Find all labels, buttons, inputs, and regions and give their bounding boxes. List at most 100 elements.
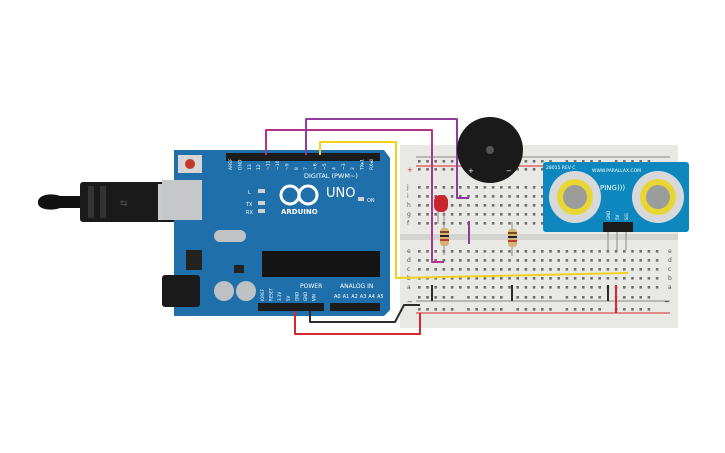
power-pin-label: 5V: [286, 295, 291, 301]
rail-hole: [516, 296, 519, 299]
breadboard-hole: [582, 277, 585, 280]
breadboard-hole: [418, 213, 421, 216]
breadboard-hole: [606, 268, 610, 271]
breadboard-hole: [459, 195, 462, 198]
row-letter: g: [407, 211, 411, 218]
row-letter: e: [407, 248, 411, 255]
power-jack: [162, 275, 200, 307]
breadboard-hole: [516, 222, 519, 225]
rail-hole: [541, 160, 544, 163]
rail-hole: [541, 308, 544, 311]
breadboard-hole: [467, 204, 470, 207]
breadboard-hole: [565, 286, 569, 289]
breadboard-hole: [598, 268, 601, 271]
breadboard-hole: [532, 268, 536, 271]
digital-pin-label: 12: [256, 164, 262, 170]
wires: [265, 118, 629, 335]
rail-hole: [450, 168, 454, 171]
rail-hole: [573, 308, 577, 311]
wire-purple: [305, 118, 469, 199]
rail-hole: [434, 296, 437, 299]
breadboard-hole: [541, 195, 544, 198]
rail-hole: [631, 160, 634, 163]
breadboard-hole: [459, 186, 462, 189]
breadboard-hole: [647, 268, 651, 271]
center-channel: [400, 234, 678, 240]
breadboard-hole: [598, 259, 601, 262]
breadboard-hole: [508, 286, 511, 289]
breadboard-hole: [524, 204, 528, 207]
power-pin-label: RESET: [269, 288, 274, 301]
breadboard-hole: [590, 250, 593, 253]
breadboard-hole: [442, 277, 446, 280]
digital-pin-label: GND: [237, 159, 243, 170]
analog-pin-label: A0: [334, 294, 341, 300]
rail-hole: [450, 160, 454, 163]
breadboard-hole: [623, 259, 626, 262]
breadboard-hole: [524, 250, 528, 253]
row-letter: d: [407, 257, 411, 264]
rail-hole: [590, 296, 593, 299]
digital-pin-label: ~5: [322, 163, 328, 170]
breadboard-hole: [639, 268, 642, 271]
rail-hole: [418, 160, 421, 163]
breadboard-hole: [459, 268, 462, 271]
breadboard-hole: [524, 259, 528, 262]
breadboard-hole: [631, 250, 634, 253]
digital-pin-label: ~11: [266, 160, 272, 170]
breadboard-hole: [475, 186, 478, 189]
breadboard-hole: [459, 250, 462, 253]
digital-pin-label: ~6: [313, 163, 319, 170]
piezo-buzzer: + −: [457, 117, 523, 183]
breadboard-hole: [483, 186, 487, 189]
rail-hole: [573, 160, 577, 163]
breadboard-hole: [450, 286, 454, 289]
row-letter: h: [407, 202, 411, 209]
breadboard-hole: [557, 286, 560, 289]
breadboard-hole: [459, 204, 462, 207]
rail-hole: [524, 168, 528, 171]
l-label: L: [248, 190, 251, 196]
breadboard-hole: [508, 186, 511, 189]
rail-hole: [426, 168, 429, 171]
breadboard-hole: [647, 250, 651, 253]
breadboard-hole: [524, 195, 528, 198]
breadboard-hole: [631, 268, 634, 271]
breadboard-hole: [516, 250, 519, 253]
breadboard-hole: [475, 277, 478, 280]
breadboard-hole: [434, 250, 437, 253]
breadboard-hole: [442, 186, 446, 189]
rail-hole: [590, 308, 593, 311]
rail-hole: [516, 308, 519, 311]
breadboard-hole: [516, 277, 519, 280]
wire-yellow: [319, 141, 629, 279]
breadboard-hole: [516, 195, 519, 198]
breadboard-hole: [459, 277, 462, 280]
breadboard-hole: [434, 186, 437, 189]
rail-hole: [426, 308, 429, 311]
breadboard-hole: [598, 277, 601, 280]
breadboard-hole: [573, 268, 577, 271]
breadboard-hole: [500, 277, 503, 280]
breadboard-hole: [475, 213, 478, 216]
breadboard-hole: [475, 268, 478, 271]
resistor: [508, 222, 517, 256]
breadboard-hole: [524, 277, 528, 280]
wire-magenta: [265, 129, 444, 263]
breadboard-hole: [500, 186, 503, 189]
breadboard-hole: [606, 250, 610, 253]
rail-hole: [532, 296, 536, 299]
analog-label: ANALOG IN: [340, 283, 373, 290]
buzzer-minus: −: [506, 167, 512, 175]
microcontroller-chip: [262, 251, 380, 277]
breadboard-hole: [557, 268, 560, 271]
breadboard-hole: [565, 250, 569, 253]
sensor-model-label: PING))): [600, 184, 625, 192]
breadboard-hole: [483, 222, 487, 225]
breadboard-hole: [631, 259, 634, 262]
breadboard-hole: [532, 222, 536, 225]
red-led: [434, 195, 448, 224]
breadboard-hole: [434, 268, 437, 271]
breadboard-hole: [491, 195, 495, 198]
row-letter: b: [668, 275, 672, 282]
